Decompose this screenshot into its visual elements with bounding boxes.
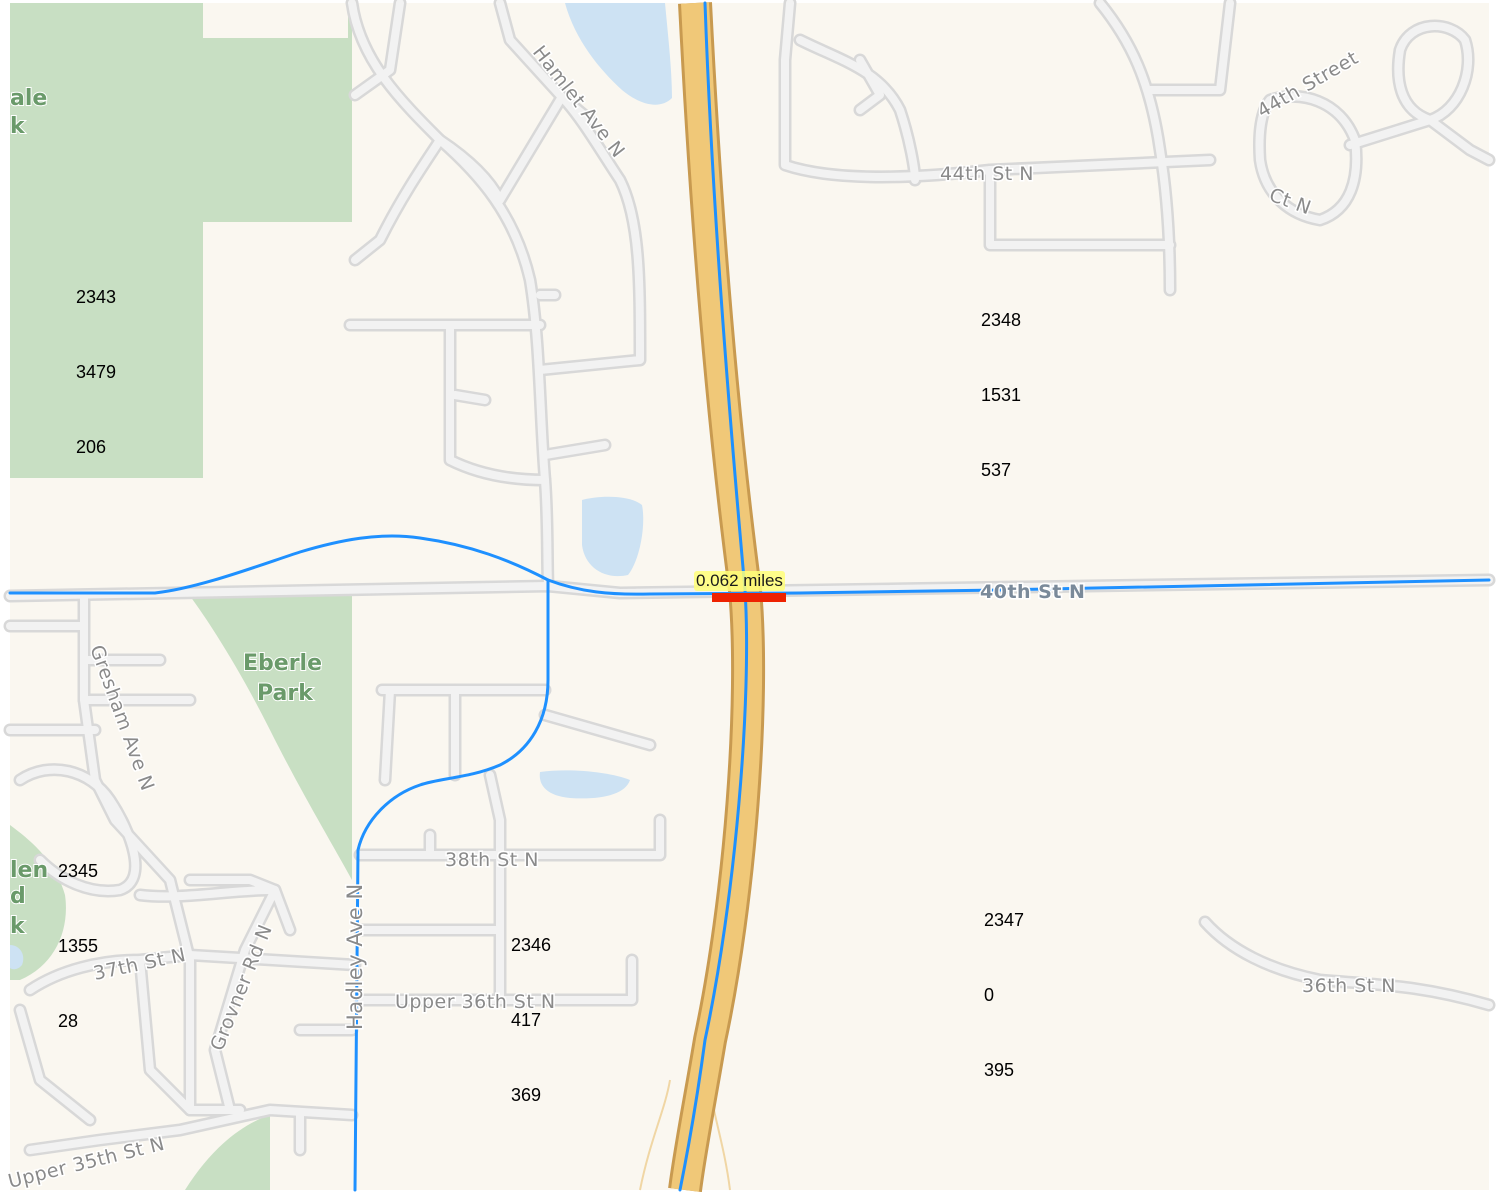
zone-value-b: 537 (981, 460, 1012, 480)
street-label-38th: 38th St N (445, 849, 539, 871)
water-southwest (10, 945, 24, 970)
highway (639, 2, 766, 1192)
park-eberle (190, 596, 352, 880)
highlighted-segment[interactable] (712, 593, 786, 602)
street-label-hadley: Hadley Ave N (343, 883, 367, 1030)
zone-stat: 2347 0 395 (984, 858, 1024, 1108)
zone-id: 2343 (76, 287, 117, 307)
zone-stat: 2345 1355 28 (58, 809, 98, 1059)
zone-stat: 2346 417 369 (511, 883, 551, 1133)
zone-id: 2348 (981, 310, 1022, 330)
zone-stat: 2343 3479 206 (76, 235, 116, 485)
park-label-southwest: len (10, 858, 48, 883)
zone-value-a: 1355 (58, 936, 99, 956)
distance-label: 0.062 miles (694, 571, 785, 591)
street-label-40th: 40th St N (980, 581, 1085, 603)
zone-value-a: 417 (511, 1010, 542, 1030)
water-middle (582, 496, 644, 577)
park-south (185, 1115, 270, 1190)
park-area-north (10, 3, 352, 478)
street-label-44th: 44th St N (940, 163, 1034, 185)
zone-value-a: 3479 (76, 362, 117, 382)
zone-id: 2346 (511, 935, 552, 955)
water-north (565, 3, 672, 105)
zone-id: 2347 (984, 910, 1025, 930)
water-south (539, 770, 630, 799)
park-label-north-2: k (10, 114, 26, 139)
zone-value-b: 395 (984, 1060, 1015, 1080)
street-label-upper-36th: Upper 36th St N (395, 991, 556, 1013)
park-label-north: ale (10, 86, 47, 111)
zone-value-a: 0 (984, 985, 995, 1005)
local-road-network (3, 0, 1496, 1157)
park-label-southwest-3: k (10, 914, 26, 939)
park-southwest (10, 825, 66, 980)
zone-id: 2345 (58, 861, 99, 881)
zone-value-b: 206 (76, 437, 107, 457)
zone-value-b: 28 (58, 1011, 79, 1031)
zone-value-b: 369 (511, 1085, 542, 1105)
park-label-southwest-2: d (10, 884, 26, 909)
park-label-eberle: Eberle (243, 651, 322, 676)
zone-value-a: 1531 (981, 385, 1022, 405)
street-label-36th: 36th St N (1302, 975, 1396, 997)
park-label-eberle-2: Park (257, 681, 314, 706)
zone-stat: 2348 1531 537 (981, 258, 1021, 508)
route-lines (8, 1, 1491, 1192)
